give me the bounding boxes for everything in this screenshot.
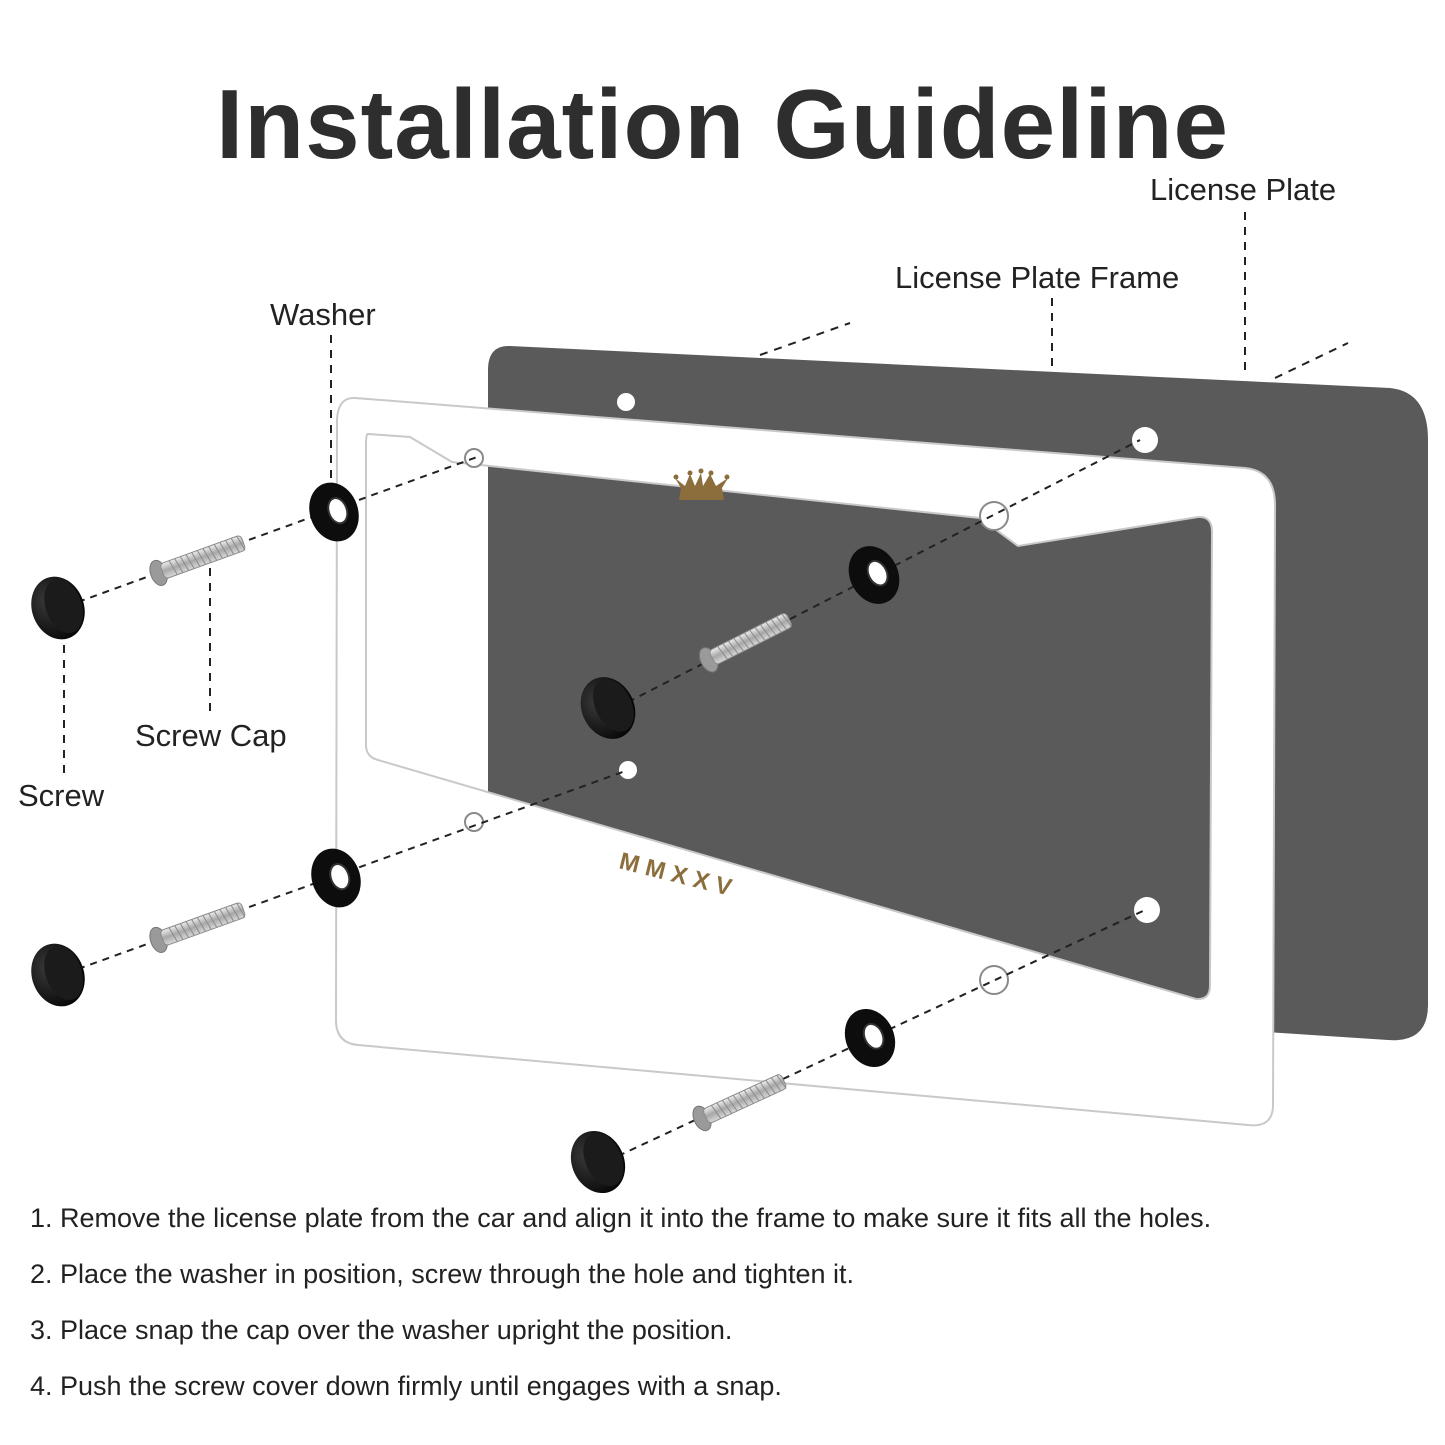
- screw-cap: [31, 943, 85, 1007]
- license-plate-frame: [334, 396, 1277, 1127]
- hardware-set: [570, 909, 1146, 1194]
- instruction-step: 2. Place the washer in position, screw t…: [30, 1259, 855, 1289]
- screw: [698, 613, 793, 673]
- page-title: Installation Guideline: [215, 69, 1229, 179]
- label-washer: Washer: [270, 297, 376, 332]
- label-screw: Screw: [18, 778, 105, 813]
- washer: [848, 546, 900, 604]
- frame-holes: [464, 448, 1009, 995]
- hardware-set: [580, 439, 1141, 739]
- alignment-line: [77, 455, 481, 603]
- hardware-set: [31, 769, 629, 1007]
- hardware-set: [31, 455, 481, 640]
- screw-cap: [570, 1130, 626, 1194]
- hardware-sets: [31, 439, 1146, 1194]
- washer: [844, 1008, 896, 1068]
- instruction-step: 1. Remove the license plate from the car…: [30, 1203, 1212, 1233]
- instruction-steps: 1. Remove the license plate from the car…: [30, 1198, 1430, 1422]
- instruction-step: 3. Place snap the cap over the washer up…: [30, 1315, 733, 1345]
- screw-cap: [580, 677, 636, 739]
- exploded-assembly-diagram: M M X X V: [31, 212, 1428, 1194]
- screw: [149, 535, 246, 586]
- plate-holes: [617, 393, 1160, 923]
- washer: [311, 848, 361, 908]
- washer: [309, 482, 359, 542]
- crown-icon: [673, 468, 730, 500]
- screw: [149, 902, 246, 953]
- screw: [692, 1074, 787, 1132]
- label-screw-cap: Screw Cap: [135, 718, 287, 753]
- label-license-plate: License Plate: [1150, 172, 1337, 207]
- screw-cap: [31, 576, 85, 640]
- label-license-plate-frame: License Plate Frame: [895, 260, 1180, 295]
- instruction-step: 4. Push the screw cover down firmly unti…: [30, 1371, 782, 1401]
